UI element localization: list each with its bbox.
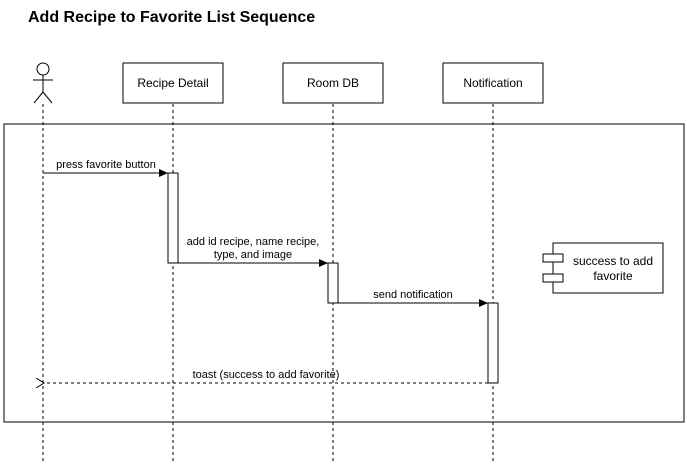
notification-activation bbox=[487, 302, 499, 384]
diagram-title: Add Recipe to Favorite List Sequence bbox=[28, 9, 315, 26]
message-label-add-recipe-line2: type, and image bbox=[214, 249, 292, 261]
component-port-icon bbox=[542, 253, 564, 263]
message-label-toast: toast (success to add favorite) bbox=[193, 369, 340, 381]
message-label-press-favorite: press favorite button bbox=[56, 159, 156, 171]
participant-label: Room DB bbox=[307, 76, 359, 90]
user-actor-icon bbox=[33, 62, 53, 104]
recipe-detail-activation bbox=[167, 172, 179, 264]
participant-recipe-detail: Recipe Detail bbox=[122, 62, 224, 104]
sequence-frame bbox=[3, 123, 685, 423]
participant-label: Notification bbox=[463, 76, 522, 90]
message-label-send-notification: send notification bbox=[373, 289, 453, 301]
participant-room-db: Room DB bbox=[282, 62, 384, 104]
component-label-line1: success to add bbox=[573, 254, 653, 268]
component-label-line2: favorite bbox=[593, 269, 633, 283]
participant-notification: Notification bbox=[442, 62, 544, 104]
room-db-activation bbox=[327, 262, 339, 304]
message-label-add-recipe-line1: add id recipe, name recipe, bbox=[187, 236, 320, 248]
success-component: success to add favorite bbox=[542, 242, 664, 294]
component-port-icon bbox=[542, 273, 564, 283]
participant-label: Recipe Detail bbox=[137, 76, 208, 90]
